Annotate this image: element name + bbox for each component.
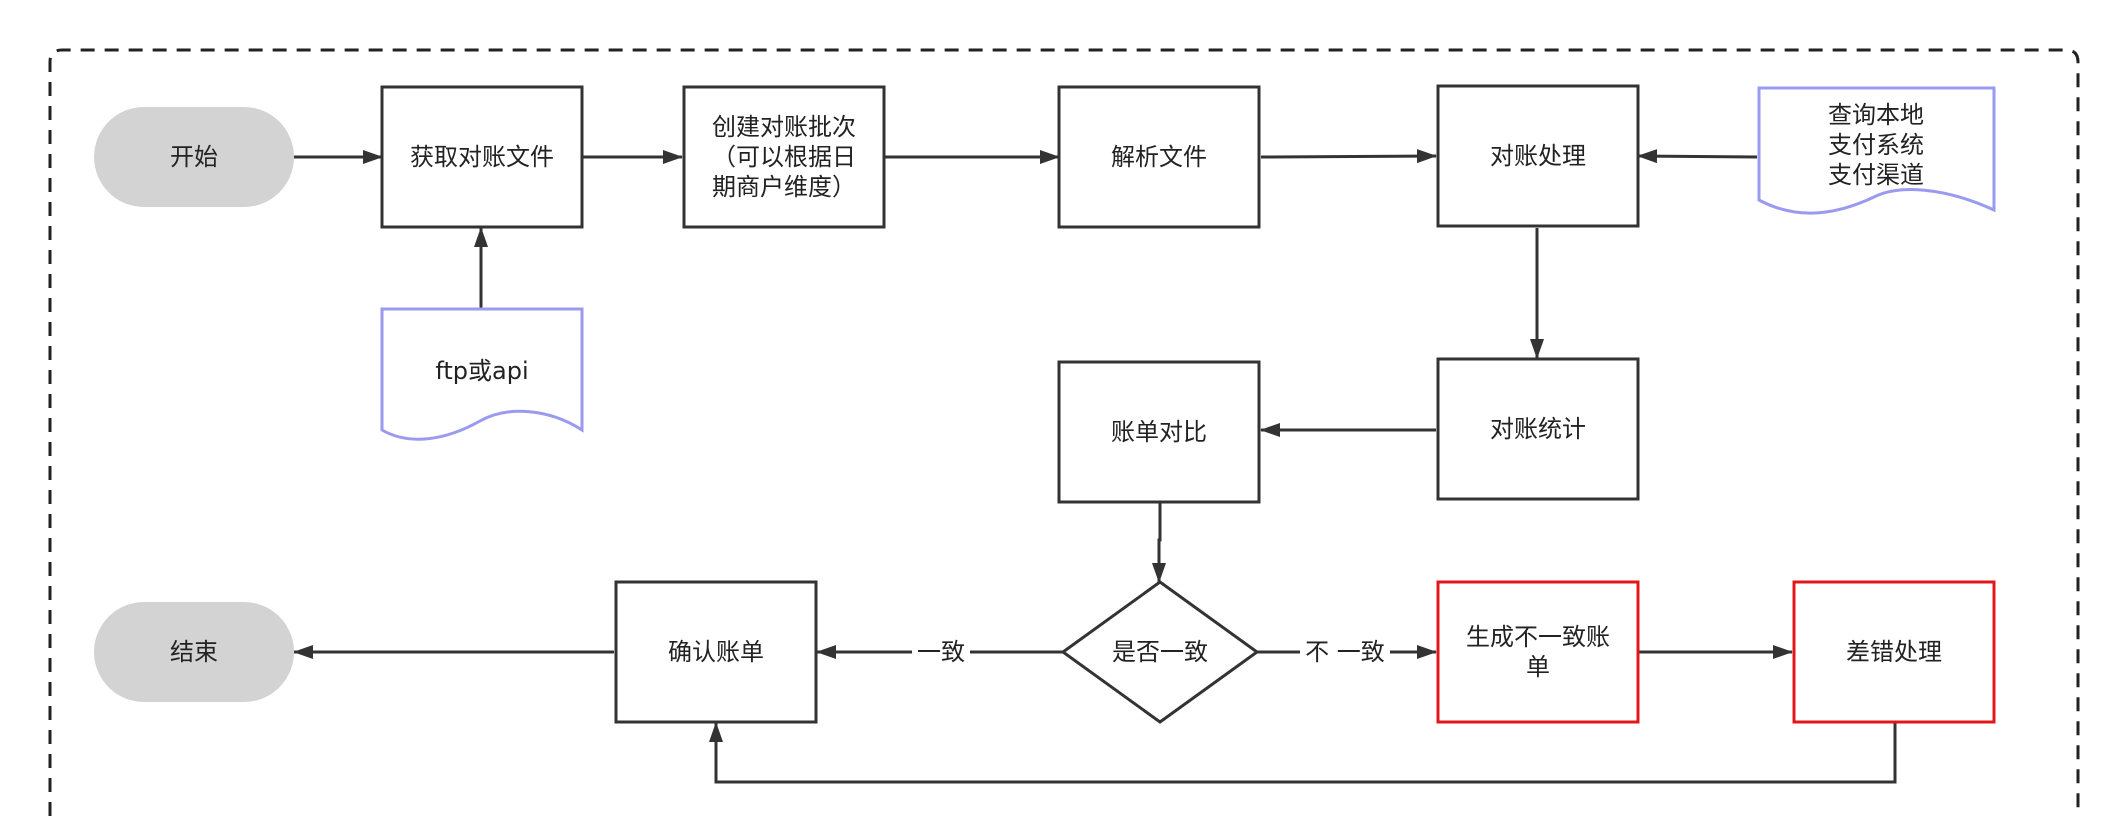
label-ftp-api: ftp或api	[435, 357, 528, 385]
label-get-file: 获取对账文件	[410, 143, 554, 171]
node-create-batch	[682, 85, 886, 229]
node-compare	[1057, 360, 1261, 504]
label-decision: 是否一致	[1112, 638, 1208, 666]
edge-label-bg-consistent	[912, 634, 970, 670]
node-stats	[1436, 357, 1640, 501]
node-confirm	[614, 580, 818, 724]
edge-compare-to-decision	[1152, 497, 1166, 583]
node-reconcile	[1436, 84, 1640, 228]
label-confirm: 确认账单	[668, 638, 764, 666]
label-error-handle: 差错处理	[1846, 638, 1942, 666]
label-stats: 对账统计	[1490, 415, 1586, 443]
label-compare: 账单对比	[1111, 418, 1207, 446]
node-decision	[1060, 580, 1260, 724]
edge-query-local-to-reconcile	[1637, 149, 1758, 164]
node-error-handle	[1792, 580, 1996, 724]
node-query-local-doc	[1757, 86, 1996, 215]
edge-error-handle-to-confirm	[709, 722, 1897, 784]
label-create-batch: 创建对账批次（可以根据日期商户维度）	[712, 113, 856, 201]
node-parse-file	[1057, 85, 1261, 229]
edge-parse-file-to-reconcile	[1260, 149, 1437, 164]
node-end	[94, 602, 294, 702]
label-gen-diff: 生成不一致账单	[1466, 623, 1610, 681]
label-start: 开始	[170, 143, 218, 171]
node-get-file	[380, 85, 584, 229]
node-gen-diff	[1436, 580, 1640, 724]
node-ftp-doc	[380, 307, 584, 441]
label-reconcile: 对账处理	[1490, 142, 1586, 170]
label-query-local: 查询本地支付系统支付渠道	[1828, 101, 1924, 189]
edge-label-inconsistent: 不 一致	[1305, 638, 1385, 666]
edge-label-bg-inconsistent	[1300, 634, 1390, 670]
node-start	[94, 107, 294, 207]
edge-label-consistent: 一致	[917, 638, 965, 666]
label-end: 结束	[170, 638, 218, 666]
diagram-frame	[48, 48, 2080, 816]
label-parse-file: 解析文件	[1111, 143, 1207, 171]
